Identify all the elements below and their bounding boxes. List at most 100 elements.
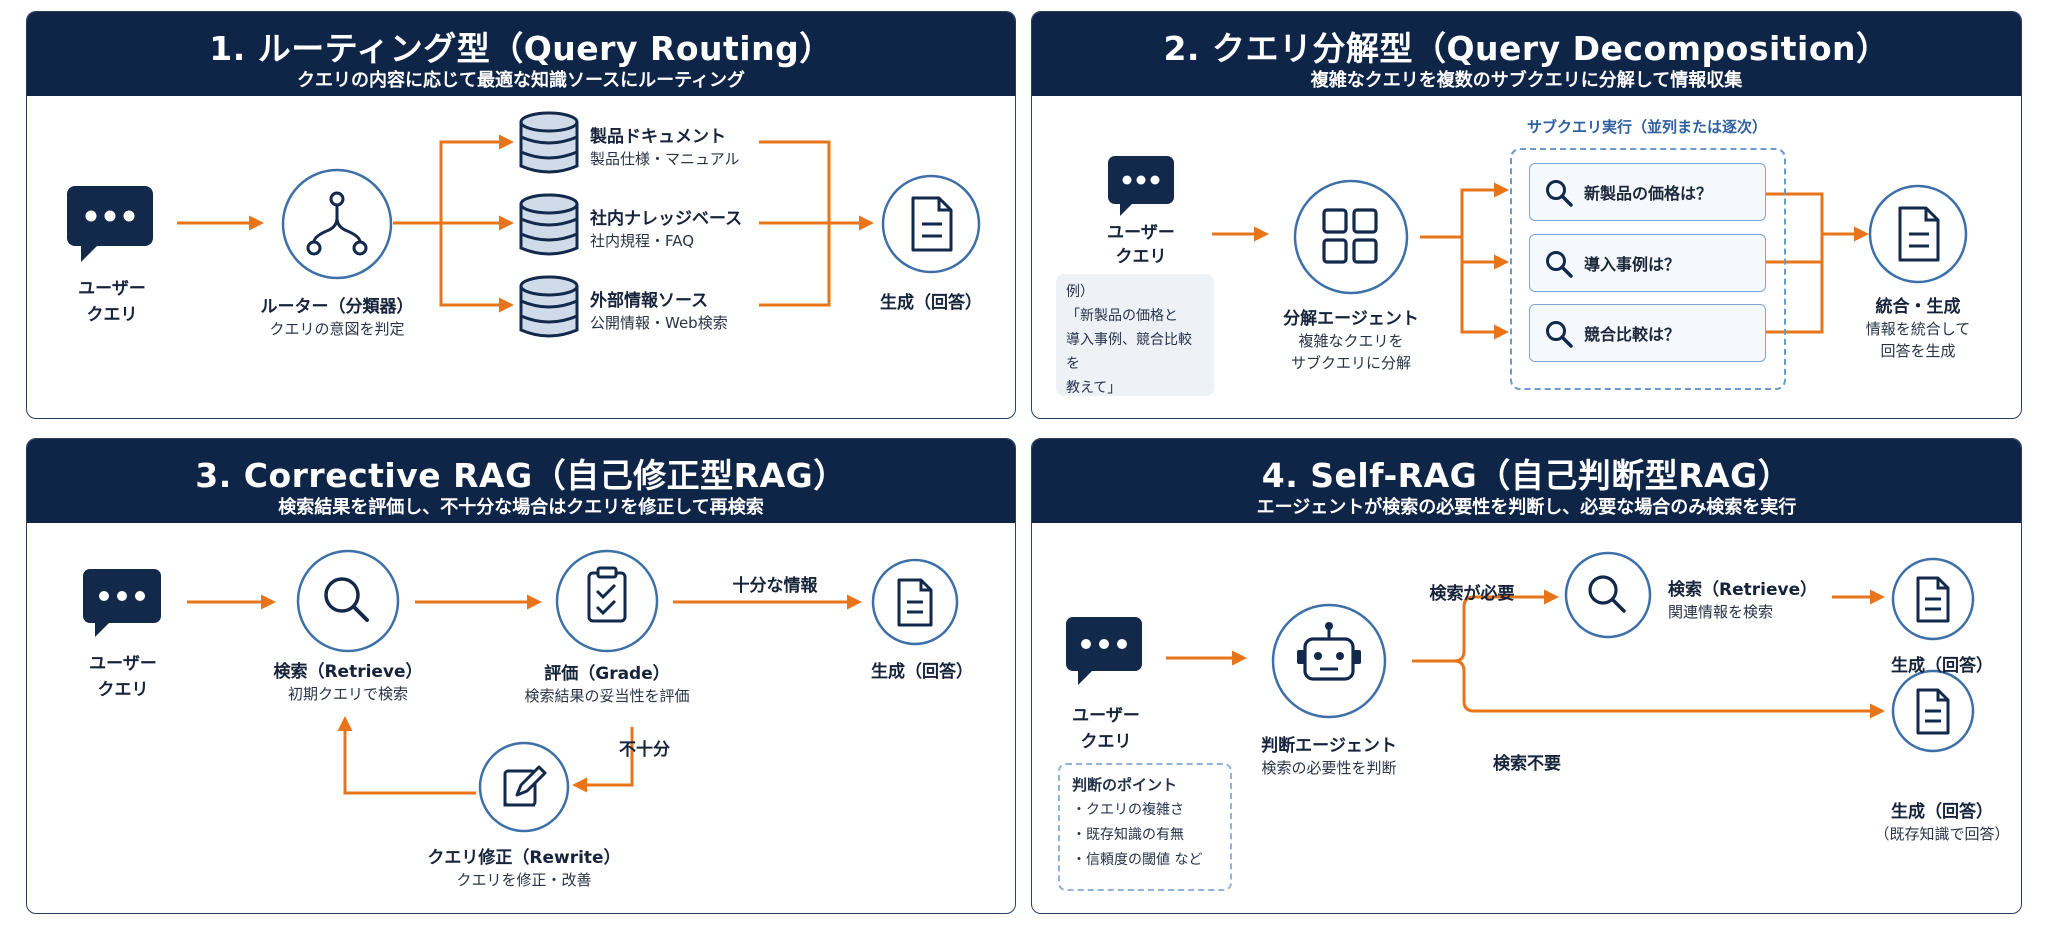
user-label: クエリ — [86, 305, 138, 325]
subquery-item: 新製品の価格は？ — [1529, 163, 1766, 221]
output-label: 統合・生成 — [1875, 297, 1961, 317]
user-label: クエリ — [1080, 732, 1132, 752]
user-label: ユーザー — [1072, 706, 1140, 726]
user-label: ユーザー — [1107, 223, 1175, 243]
output-sub-label: （既存知識で回答） — [1874, 825, 2010, 843]
panel-self-rag: 4. Self-RAG（自己判断型RAG） エージェントが検索の必要性を判断し、… — [1031, 438, 2022, 914]
panel-subtitle: 検索結果を評価し、不十分な場合はクエリを修正して再検索 — [278, 497, 764, 518]
search-icon — [1564, 551, 1652, 639]
panel-subtitle: エージェントが検索の必要性を判断し、必要な場合のみ検索を実行 — [1256, 497, 1797, 518]
sufficient-label: 十分な情報 — [732, 576, 818, 596]
agent-sub-label: 複雑なクエリを — [1298, 332, 1404, 350]
retrieve-sub-label: 関連情報を検索 — [1668, 603, 1774, 621]
user-label: ユーザー — [78, 279, 146, 299]
retrieve-sub-label: 初期クエリで検索 — [287, 685, 409, 703]
panel-header: 2. クエリ分解型（Query Decomposition） 複雑なクエリを複数… — [1032, 12, 2021, 96]
clipboard-check-icon — [555, 549, 659, 653]
source-title: 社内ナレッジベース — [590, 209, 743, 229]
grade-label: 評価（Grade） — [544, 664, 670, 684]
self-rag-diagram — [1066, 551, 1975, 753]
output-label: 生成（回答） — [1891, 656, 1993, 676]
output-label: 生成（回答） — [880, 293, 982, 313]
panel-header: 1. ルーティング型（Query Routing） クエリの内容に応じて最適な知… — [27, 12, 1015, 96]
search-icon — [1546, 321, 1573, 348]
agent-sub-label: 検索の必要性を判断 — [1261, 759, 1397, 777]
point-item: ・既存知識の有無 — [1072, 827, 1184, 843]
chat-icon — [1108, 156, 1174, 216]
router-icon — [281, 168, 393, 280]
need-search-label: 検索が必要 — [1429, 584, 1515, 604]
point-title: 判断のポイント — [1072, 776, 1178, 794]
document-icon — [1868, 184, 1968, 284]
example-line: 「新製品の価格と — [1066, 308, 1178, 324]
subquery-text: 競合比較は？ — [1584, 325, 1681, 344]
search-icon — [1546, 180, 1573, 207]
panel-corrective-rag: 3. Corrective RAG（自己修正型RAG） 検索結果を評価し、不十分… — [26, 438, 1016, 914]
output-label: 生成（回答） — [1891, 802, 1993, 822]
robot-icon — [1271, 603, 1387, 719]
search-icon — [296, 549, 400, 653]
subquery-item: 競合比較は？ — [1529, 304, 1766, 362]
document-icon — [1891, 557, 1975, 641]
subquery-text: 導入事例は？ — [1584, 255, 1681, 274]
router-sub-label: クエリの意図を判定 — [269, 320, 405, 338]
agent-label: 判断エージェント — [1261, 736, 1397, 756]
database-icon — [519, 275, 579, 338]
user-label: クエリ — [1115, 247, 1167, 267]
subquery-text: 新製品の価格は？ — [1584, 184, 1713, 203]
panel-title: 4. Self-RAG（自己判断型RAG） — [1261, 456, 1792, 495]
subquery-group — [1510, 148, 1786, 390]
insufficient-label: 不十分 — [619, 740, 670, 760]
router-label: ルーター（分類器） — [260, 297, 414, 317]
panel-subtitle: クエリの内容に応じて最適な知識ソースにルーティング — [296, 70, 746, 91]
panel-header: 4. Self-RAG（自己判断型RAG） エージェントが検索の必要性を判断し、… — [1032, 439, 2021, 523]
grade-sub-label: 検索結果の妥当性を評価 — [524, 687, 690, 705]
source-sub: 製品仕様・マニュアル — [590, 150, 740, 168]
retrieve-label: 検索（Retrieve） — [273, 662, 423, 682]
output-sub-label: 回答を生成 — [1880, 342, 1956, 360]
routing-diagram — [67, 111, 981, 338]
source-sub: 公開情報・Web検索 — [590, 314, 728, 332]
rewrite-sub-label: クエリを修正・改善 — [456, 871, 592, 889]
no-search-label: 検索不要 — [1493, 754, 1561, 774]
pencil-edit-icon — [478, 741, 570, 833]
database-icon — [519, 193, 579, 256]
point-item: ・信頼度の閾値 など — [1072, 852, 1203, 868]
chat-icon — [67, 186, 153, 262]
agent-label: 分解エージェント — [1283, 309, 1419, 329]
panel-subtitle: 複雑なクエリを複数のサブクエリに分解して情報収集 — [1310, 70, 1743, 91]
panel-title: 3. Corrective RAG（自己修正型RAG） — [195, 456, 847, 495]
panel-query-decomposition: 2. クエリ分解型（Query Decomposition） 複雑なクエリを複数… — [1031, 11, 2022, 419]
chat-icon — [1066, 617, 1142, 685]
subquery-header: サブクエリ実行（並列または逐次） — [1526, 118, 1768, 136]
example-line: 導入事例、競合比較を — [1066, 332, 1192, 372]
example-line: 教えて」 — [1066, 380, 1122, 396]
document-icon — [881, 174, 981, 274]
output-sub-label: 情報を統合して — [1865, 320, 1971, 338]
retrieve-label: 検索（Retrieve） — [1668, 580, 1818, 600]
document-icon — [871, 558, 959, 646]
subquery-item: 導入事例は？ — [1529, 234, 1766, 292]
source-title: 外部情報ソース — [590, 291, 709, 311]
user-label: クエリ — [97, 680, 149, 700]
agent-sub-label: サブクエリに分解 — [1290, 354, 1412, 372]
example-note: 例） 「新製品の価格と 導入事例、競合比較を 教えて」 — [1056, 274, 1214, 396]
database-icon — [519, 111, 579, 174]
source-sub: 社内規程・FAQ — [590, 232, 695, 250]
judgment-points-box: 判断のポイント ・クエリの複雑さ ・既存知識の有無 ・信頼度の閾値 など — [1058, 763, 1232, 891]
panel-title: 2. クエリ分解型（Query Decomposition） — [1163, 29, 1890, 68]
example-line: 例） — [1066, 284, 1094, 300]
panel-title: 1. ルーティング型（Query Routing） — [209, 29, 833, 68]
panel-header: 3. Corrective RAG（自己修正型RAG） 検索結果を評価し、不十分… — [27, 439, 1015, 523]
output-label: 生成（回答） — [871, 662, 973, 682]
point-item: ・クエリの複雑さ — [1072, 802, 1184, 818]
grid-icon — [1293, 179, 1409, 295]
chat-icon — [83, 569, 161, 637]
corrective-diagram — [83, 549, 959, 833]
source-title: 製品ドキュメント — [590, 127, 726, 147]
rewrite-label: クエリ修正（Rewrite） — [427, 848, 621, 868]
document-icon — [1891, 669, 1975, 753]
decomposition-diagram — [1108, 156, 1968, 340]
search-icon — [1546, 251, 1573, 278]
user-label: ユーザー — [89, 654, 157, 674]
